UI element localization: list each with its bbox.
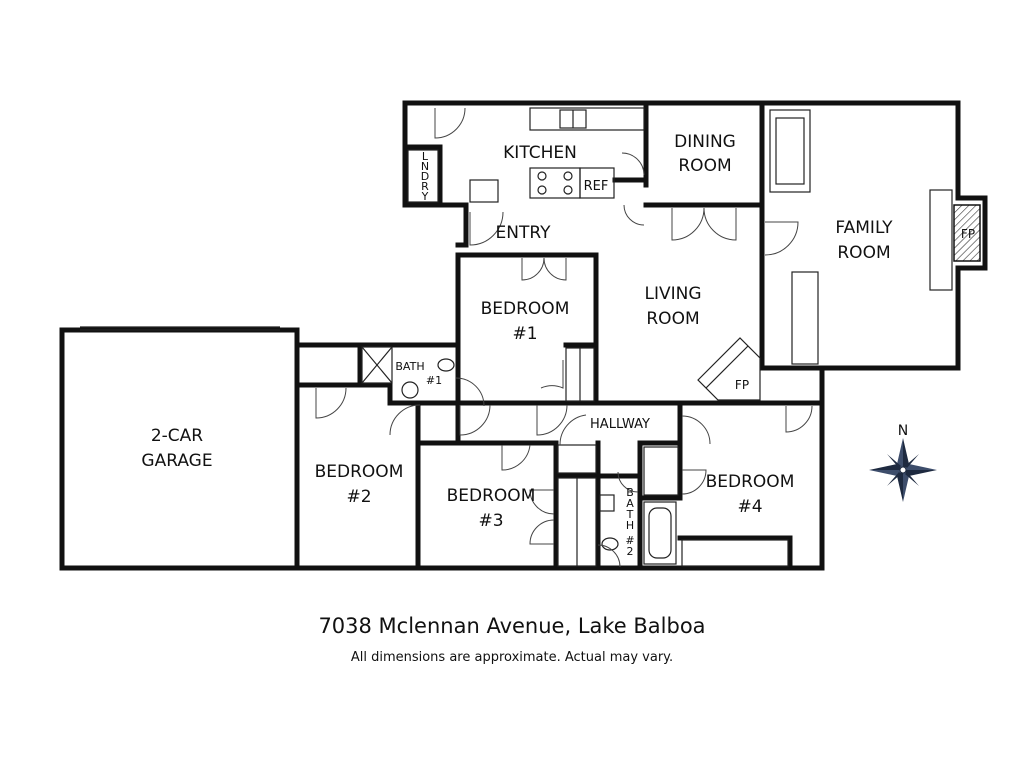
svg-text:2: 2 <box>627 545 634 558</box>
bedroom1-walls <box>455 252 599 406</box>
entry-label: ENTRY <box>496 223 552 243</box>
family-room-walls <box>759 100 988 371</box>
svg-text:L: L <box>422 150 429 163</box>
family-room-cabinet <box>769 109 811 193</box>
living-fireplace-icon <box>697 337 761 401</box>
kitchen-stove <box>529 167 581 199</box>
bedroom4-label-1: BEDROOM <box>706 472 795 492</box>
bath2-sink <box>599 494 615 512</box>
dining-room-label-2: ROOM <box>678 156 731 176</box>
bath2-toilet <box>601 537 619 551</box>
bedroom2-label-1: BEDROOM <box>315 462 404 482</box>
svg-text:B: B <box>626 486 634 499</box>
property-address: 7038 Mclennan Avenue, Lake Balboa <box>318 614 706 638</box>
bedroom4-label-2: #4 <box>737 497 762 517</box>
bath1-toilet <box>437 358 455 372</box>
doors <box>315 107 813 568</box>
bedroom1-label-1: BEDROOM <box>481 299 570 319</box>
compass: N <box>869 423 937 502</box>
bedroom2-label-2: #2 <box>346 487 371 507</box>
garage-label-1: 2-CAR <box>151 426 203 446</box>
bedroom3-label-1: BEDROOM <box>447 486 536 506</box>
floor-plan: KITCHEN DINING ROOM L N D R Y REF ENTRY … <box>59 100 988 571</box>
room-labels: KITCHEN DINING ROOM L N D R Y REF ENTRY … <box>141 132 975 558</box>
bath2-tub <box>643 501 677 565</box>
svg-text:H: H <box>626 519 634 532</box>
svg-text:T: T <box>626 508 634 521</box>
svg-text:A: A <box>626 497 634 510</box>
svg-text:Y: Y <box>421 190 429 203</box>
living-fp-label: FP <box>735 378 749 392</box>
bedroom1-label-2: #1 <box>512 324 537 344</box>
hallway-label: HALLWAY <box>590 417 650 432</box>
compass-rose-icon <box>869 438 937 502</box>
family-room-hearth <box>929 189 953 291</box>
disclaimer-text: All dimensions are approximate. Actual m… <box>350 650 674 665</box>
living-room-label-1: LIVING <box>644 284 701 304</box>
family-room-label-2: ROOM <box>837 243 890 263</box>
garage-walls <box>59 327 300 571</box>
garage-label-2: GARAGE <box>141 451 212 471</box>
svg-text:R: R <box>421 180 429 193</box>
compass-north-label: N <box>898 423 908 439</box>
svg-text:#: # <box>625 534 634 547</box>
svg-text:D: D <box>421 170 429 183</box>
bath1-shower <box>361 346 393 384</box>
bath1-sink <box>401 381 419 399</box>
kitchen-counter <box>529 107 645 131</box>
kitchen-label: KITCHEN <box>503 143 577 163</box>
family-room-label-1: FAMILY <box>835 218 893 238</box>
ref-label: REF <box>584 179 609 194</box>
bath1-label-1: BATH <box>395 360 424 373</box>
svg-text:N: N <box>421 160 429 173</box>
bath1-label-2: #1 <box>426 374 442 387</box>
family-fireplace-icon <box>953 204 981 262</box>
fixtures <box>80 107 981 567</box>
refrigerator <box>579 167 615 199</box>
living-room-label-2: ROOM <box>646 309 699 329</box>
kitchen-walls <box>402 100 765 208</box>
bedroom3-label-2: #3 <box>478 511 503 531</box>
bath2-label: B A T H # 2 <box>625 486 634 558</box>
laundry-label: L N D R Y <box>421 150 430 203</box>
family-fp-label: FP <box>961 227 975 241</box>
dining-room-label-1: DINING <box>674 132 736 152</box>
